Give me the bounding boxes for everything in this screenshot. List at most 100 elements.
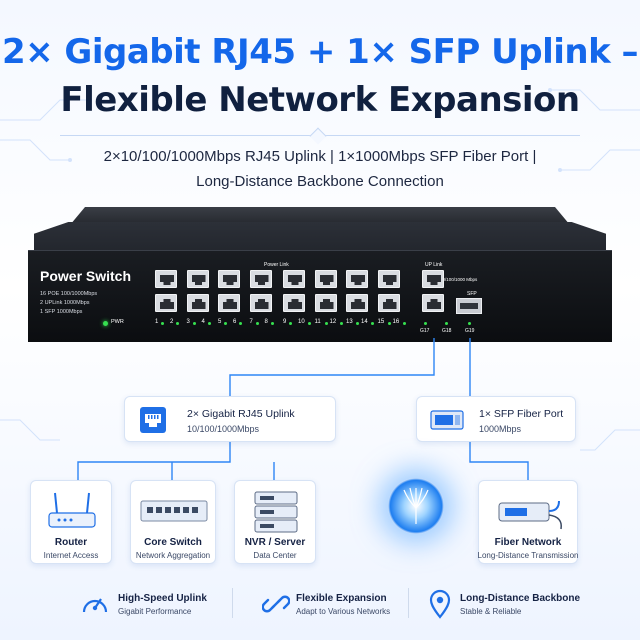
poe-port [346, 294, 368, 312]
subtitle-line-2: Long-Distance Backbone Connection [196, 173, 444, 190]
nvr-server-title: NVR / Server [244, 537, 306, 548]
uplink-led [445, 322, 448, 325]
poe-port [218, 270, 240, 288]
port-led [324, 322, 328, 325]
power-label: PWR [111, 319, 124, 325]
fiber-network-title: Fiber Network [494, 537, 562, 548]
uplink-port-label: G17 [420, 328, 430, 334]
core-switch-node [130, 480, 216, 564]
port-number-label: 8 [264, 319, 268, 325]
poe-port [283, 270, 305, 288]
port-led [176, 322, 179, 325]
port-number-label: 15 [377, 319, 385, 325]
sfp-card-title: 1× SFP Fiber Port [479, 408, 564, 420]
port-number-label: 9 [283, 319, 287, 325]
port-led [387, 322, 391, 325]
sfp-slot [456, 298, 482, 314]
up-link-speed-label: 10/100/1000 Mbps [440, 277, 478, 282]
power-led [103, 321, 108, 326]
poe-port [283, 294, 305, 312]
sfp-port-label: G19 [465, 328, 475, 334]
router-icon [48, 492, 96, 528]
poe-port [186, 270, 209, 288]
port-led [371, 322, 374, 325]
switch-spec: 2 UPLink 1000Mbps [40, 300, 90, 306]
up-link-label: UP Link [425, 262, 443, 268]
fiber-optic-icon [403, 487, 429, 524]
sfp-card-subtitle: 1000Mbps [479, 424, 522, 434]
fiber-network-node [478, 480, 578, 564]
port-led [207, 322, 211, 325]
port-number-label: 16 [392, 319, 400, 325]
port-number-label: 11 [314, 319, 321, 325]
feature-subtitle: Adapt to Various Networks [296, 607, 391, 616]
port-led [224, 322, 227, 325]
rj45-uplink-card: 2× Gigabit RJ45 Uplink 10/100/1000Mbps [124, 396, 336, 442]
port-led [270, 322, 274, 325]
port-led [339, 322, 343, 325]
subtitle-line-1: 2×10/100/1000Mbps RJ45 Uplink | 1×1000Mb… [103, 148, 537, 165]
feature-title: Flexible Expansion [296, 593, 387, 604]
poe-port [155, 270, 177, 288]
switch-spec: 16 POE 100/1000Mbps [40, 291, 98, 297]
speedometer-icon [82, 598, 108, 613]
poe-port [249, 270, 272, 288]
port-led [161, 322, 164, 325]
port-led [239, 322, 242, 325]
port-number-label: 6 [233, 319, 237, 325]
core-switch-title: Core Switch [144, 537, 202, 548]
switch-icon [140, 500, 208, 522]
rj45-card-title: 2× Gigabit RJ45 Uplink [187, 408, 295, 420]
uplink-port-label: G18 [442, 328, 452, 334]
fiber-device-icon [498, 500, 562, 530]
port-led [356, 322, 359, 325]
poe-port [218, 294, 240, 312]
nvr-server-node [234, 480, 316, 564]
port-led [255, 322, 259, 325]
feature-divider [408, 588, 409, 618]
power-link-label: Power Link [264, 262, 289, 268]
feature-title: High-Speed Uplink [118, 593, 207, 604]
port-number-label: 10 [298, 319, 305, 325]
sfp-label: SFP [467, 291, 477, 297]
poe-port [377, 270, 400, 288]
router-node [30, 480, 112, 564]
port-led [402, 322, 406, 325]
feature-subtitle: Stable & Reliable [460, 607, 522, 616]
router-title: Router [54, 537, 88, 548]
sfp-led [468, 322, 471, 325]
feature-divider [232, 588, 233, 618]
port-led [289, 322, 292, 325]
uplink-port-g18-lower [422, 294, 444, 312]
rj45-card-subtitle: 10/100/1000Mbps [187, 424, 260, 434]
poe-port [314, 270, 337, 288]
port-number-label: 5 [218, 319, 222, 325]
port-number-label: 1 [155, 319, 159, 325]
headline-line-2: Flexible Network Expansion [60, 80, 580, 120]
feature-title: Long-Distance Backbone [460, 593, 581, 604]
poe-port [155, 294, 177, 312]
switch-top-cover [70, 207, 570, 225]
fiber-network-subtitle: Long-Distance Transmission [477, 551, 579, 560]
switch-spec: 1 SFP 1000Mbps [40, 309, 83, 315]
uplink-led [424, 322, 427, 325]
sfp-uplink-card: 1× SFP Fiber Port 1000Mbps [416, 396, 576, 442]
port-number-label: 2 [170, 319, 174, 325]
poe-port [186, 294, 209, 312]
link-icon [262, 595, 290, 613]
port-number-label: 13 [346, 319, 353, 325]
port-led [308, 322, 311, 325]
router-subtitle: Internet Access [43, 551, 99, 560]
switch-brand: Power Switch [40, 268, 132, 284]
port-led [192, 322, 196, 325]
port-number-label: 12 [329, 319, 337, 325]
poe-port [249, 294, 272, 312]
port-number-label: 3 [186, 319, 190, 325]
ethernet-port-icon [140, 407, 166, 433]
poe-port [346, 270, 368, 288]
location-pin-icon [429, 589, 451, 619]
poe-port [314, 294, 337, 312]
